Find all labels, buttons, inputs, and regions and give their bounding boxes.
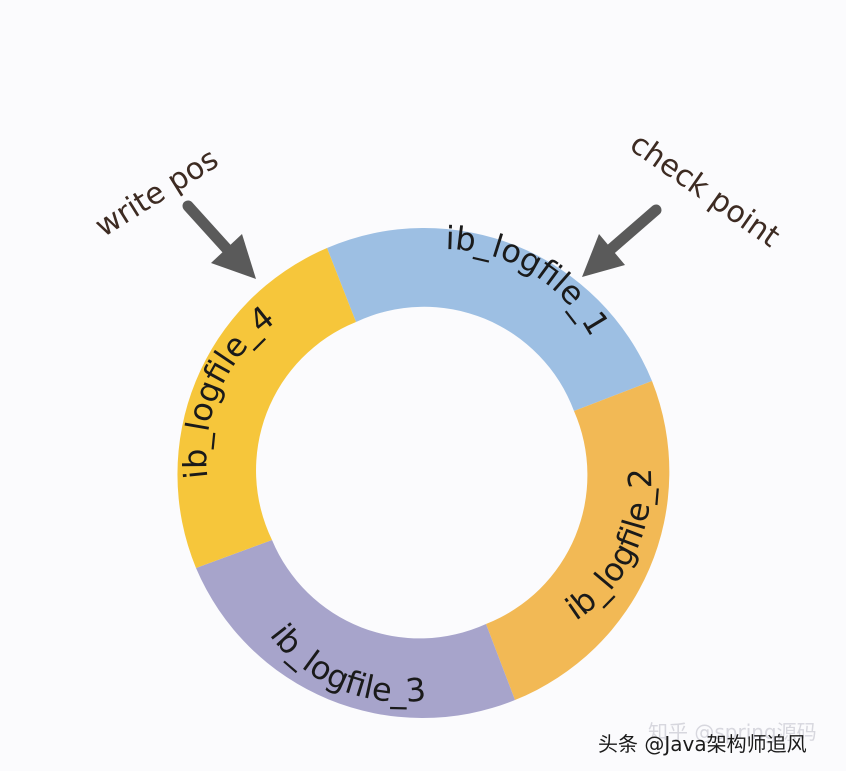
watermark-faint: 知乎 @spring源码 [648, 720, 817, 744]
write-pos-arrow-icon [182, 200, 256, 279]
watermark-text: 头条 @Java架构师追风 [598, 732, 807, 756]
ring-segment-3 [196, 540, 515, 719]
ring-segment-2 [486, 381, 670, 700]
ring-segment-1 [327, 227, 652, 411]
check-point-label: check point [623, 126, 786, 255]
check-point-arrow-icon [582, 204, 662, 277]
ring-segment-4 [177, 248, 356, 568]
